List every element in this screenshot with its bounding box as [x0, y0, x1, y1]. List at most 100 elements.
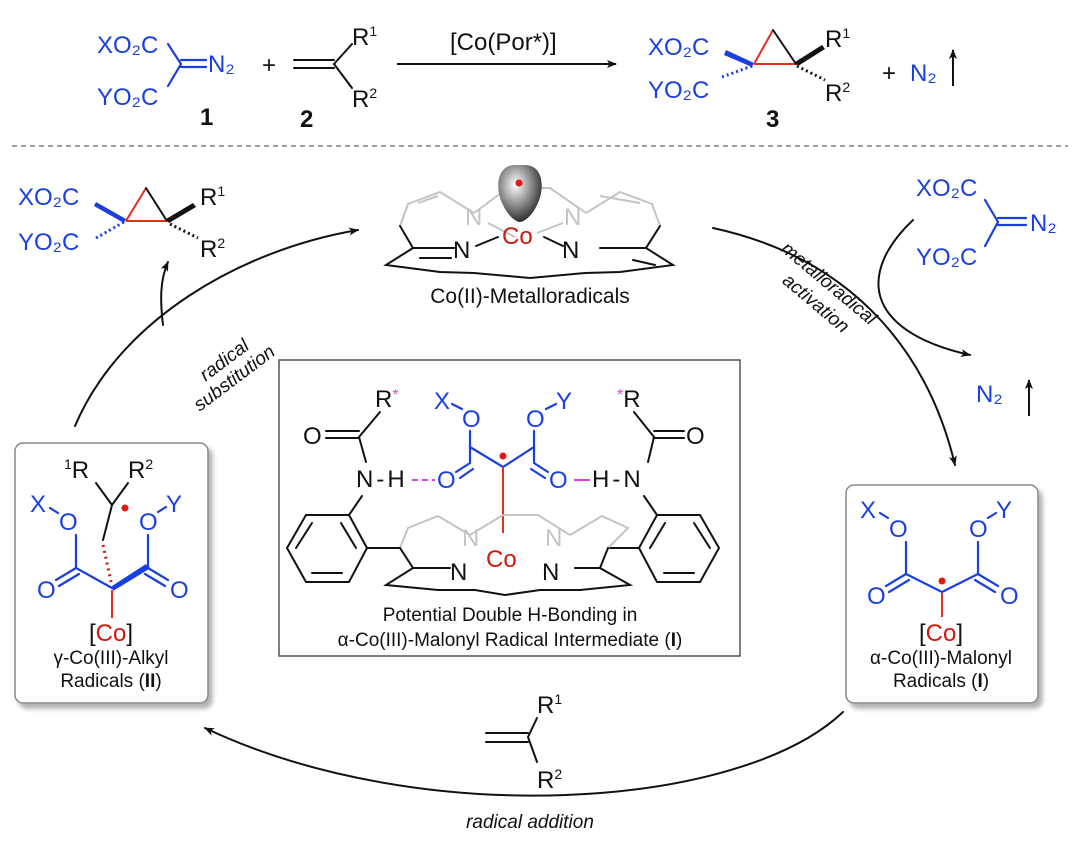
- r2-label: R2: [537, 766, 562, 794]
- r2-label: R2: [200, 235, 225, 263]
- cycle-arrow-radical-substitution: [74, 227, 359, 427]
- back-n-atom: N: [462, 525, 479, 552]
- alkyl-bonds: [95, 482, 129, 541]
- intermediate-ii-frame: [14, 442, 209, 704]
- ring-bond: [753, 29, 774, 65]
- diazo-n2-label: N₂: [208, 51, 235, 78]
- ring-bond: [145, 187, 168, 222]
- bond: [647, 436, 655, 463]
- bond: [57, 572, 81, 588]
- carbonyl-o: O: [170, 577, 189, 604]
- back-n-atom: N: [564, 204, 581, 231]
- r-star-left: R*: [375, 386, 399, 413]
- front-n-atom: N: [453, 237, 470, 264]
- y-group: Y: [166, 491, 182, 518]
- bond: [976, 572, 1000, 588]
- center-box-frame: [278, 359, 741, 657]
- n-co-bond: [543, 236, 564, 247]
- ester-top-label: XO₂C: [916, 175, 977, 202]
- x-group: X: [434, 388, 450, 415]
- ester-top-label: XO₂C: [97, 32, 158, 59]
- porphyrin-front-ring: [382, 547, 634, 597]
- intermediate-ii-box: 1R R2 X O O Y O O [Co] γ-Co(III)-Alkyl R…: [14, 442, 209, 704]
- bond: [358, 411, 381, 438]
- ester-bottom-label: YO₂C: [648, 77, 709, 104]
- ester-o: O: [462, 406, 481, 433]
- intermediate-i-caption-line2: Radicals (I): [893, 671, 989, 692]
- bond: [54, 566, 78, 582]
- x-group: X: [860, 497, 876, 524]
- double-h-bonding-box: R* O N-H X O O O Y O H-N O *R: [278, 359, 741, 657]
- n2-byproduct-label: N₂: [910, 60, 937, 87]
- co-ii-metalloradical: N N Co N N Co(II)-Metalloradicals: [383, 165, 676, 308]
- hn-right: H-N: [592, 466, 641, 493]
- bond: [143, 572, 167, 588]
- back-n-atom: N: [465, 204, 482, 231]
- x-group: X: [30, 491, 46, 518]
- carbonyl-o-left: O: [303, 423, 322, 450]
- bond: [156, 505, 168, 514]
- front-n-atom: N: [450, 559, 467, 586]
- ester-top-label: XO₂C: [18, 184, 79, 211]
- r1-label: R1: [352, 23, 377, 51]
- porphyrin-front-ring: [412, 247, 656, 266]
- n-co-bond: [487, 222, 516, 238]
- bond: [48, 506, 60, 515]
- ring-bond: [772, 29, 797, 65]
- released-cyclopropane: XO₂C YO₂C R1 R2: [18, 183, 225, 263]
- front-n-atom: N: [562, 237, 579, 264]
- diazo-input: XO₂C YO₂C N₂: [916, 175, 1057, 271]
- hash-bond: [95, 220, 125, 240]
- cycle-arrow-metalloradical-activation: [712, 227, 957, 466]
- compound-number-1: 1: [200, 104, 213, 131]
- back-n-atom: N: [545, 525, 562, 552]
- bond: [458, 467, 475, 480]
- catalyst-caption: Co(II)-Metalloradicals: [430, 285, 630, 308]
- co-bracket: [Co]: [919, 620, 963, 647]
- n-co-bond: [475, 236, 499, 247]
- bond: [633, 411, 655, 438]
- front-n-atom: N: [542, 559, 559, 586]
- r-star-right: *R: [617, 386, 641, 413]
- aryl-ring-left: [295, 522, 357, 574]
- bond: [973, 578, 997, 594]
- ring-bond: [125, 187, 147, 222]
- bond: [878, 511, 890, 520]
- cycle-arrow-radical-addition: [204, 711, 844, 797]
- bond: [358, 436, 367, 463]
- diazo-carbon-bonds: [983, 198, 1000, 248]
- cyclopropane-product-3: XO₂C YO₂C R1 R2 3: [648, 25, 850, 133]
- bond: [986, 511, 998, 520]
- bond: [529, 467, 547, 480]
- compound-number-2: 2: [300, 106, 313, 133]
- n-co-bond: [536, 222, 564, 234]
- hash-bond: [721, 64, 753, 79]
- bond: [146, 566, 170, 582]
- wedge-bond: [94, 202, 126, 223]
- radical-dot: [515, 179, 523, 187]
- diazo-carbon-bonds: [166, 42, 183, 88]
- r2-label: R2: [352, 85, 377, 113]
- alkene-bonds: [332, 43, 353, 89]
- carbonyl-o-blue: O: [549, 467, 568, 494]
- box-caption-line2: α-Co(III)-Malonyl Radical Intermediate (…: [338, 630, 683, 651]
- intermediate-ii-caption-line2: Radicals (II): [60, 671, 161, 692]
- r1-label: 1R: [64, 456, 89, 484]
- top-reaction: XO₂C YO₂C N₂ 1 + R1 R2 2 [Co(Por*)] XO₂C…: [97, 23, 957, 133]
- diazo-entry-arrow: [877, 219, 971, 357]
- ester-bottom-label: YO₂C: [97, 84, 158, 111]
- wedge-bond: [112, 564, 149, 591]
- r1-label: R1: [200, 183, 225, 211]
- aryl-ring-left: [285, 495, 369, 583]
- alkene-input: R1 R2: [485, 691, 562, 794]
- cobalt-atom: Co: [486, 546, 517, 573]
- wedge-bond: [795, 45, 825, 66]
- y-group: Y: [556, 388, 572, 415]
- diazo-n2-label: N₂: [1030, 210, 1057, 237]
- r1-label: R1: [537, 691, 562, 719]
- ester-o: O: [889, 516, 908, 543]
- product-release-arrow: [160, 261, 169, 326]
- ester-o: O: [59, 509, 78, 536]
- r2-label: R2: [128, 456, 153, 484]
